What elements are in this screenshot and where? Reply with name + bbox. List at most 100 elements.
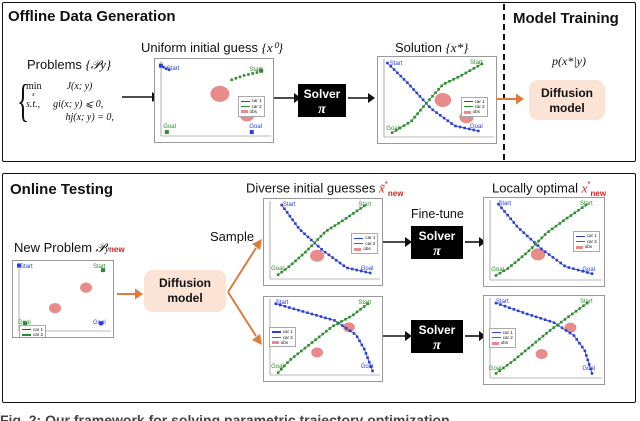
- car2-marker: [517, 258, 520, 262]
- car2-marker: [582, 304, 585, 308]
- obstacle-marker: [311, 347, 323, 358]
- car1-marker: [575, 338, 579, 341]
- car2-marker: [541, 334, 545, 338]
- car2-marker: [321, 332, 325, 336]
- car2-marker: [577, 208, 580, 212]
- car2-marker: [319, 234, 323, 238]
- car1-marker: [450, 122, 453, 125]
- plot-goal-label: Goal: [488, 366, 502, 373]
- car1-marker: [585, 354, 588, 357]
- distribution-label: p(x*|y): [552, 54, 586, 68]
- car2-marker: [584, 203, 588, 207]
- car2-marker: [297, 256, 301, 260]
- endpoint-marker: [249, 130, 254, 135]
- car1-marker: [572, 267, 575, 271]
- online-diffusion-model: Diffusion model: [144, 270, 226, 312]
- endpoint-marker: [101, 268, 105, 273]
- car2-marker: [530, 343, 534, 347]
- arrow-solution-to-training: [496, 93, 524, 105]
- arrow-diverse2-to-solver: [383, 331, 412, 341]
- car2-marker: [513, 358, 516, 362]
- car2-marker: [402, 124, 406, 127]
- car1-marker: [467, 127, 471, 131]
- car2-marker: [578, 307, 582, 310]
- car2-marker: [307, 344, 310, 347]
- arrow-solver2-to-optimal: [465, 331, 486, 341]
- obstacle-marker: [80, 282, 92, 293]
- plot-start-label: Start: [358, 201, 372, 208]
- problem-brace: {: [17, 75, 30, 126]
- plot-start-label: Start: [470, 60, 483, 67]
- car2-marker: [538, 337, 541, 341]
- car2-marker: [352, 313, 355, 317]
- car1-marker: [364, 352, 368, 355]
- plot-goal-label: Goal: [386, 125, 399, 132]
- car1-marker: [536, 244, 540, 247]
- car1-marker: [283, 304, 287, 308]
- car1-marker: [406, 81, 409, 84]
- car2-marker: [304, 250, 307, 254]
- car2-marker: [348, 315, 351, 319]
- car1-marker: [342, 264, 346, 268]
- car2-marker: [355, 310, 359, 314]
- car1-marker: [283, 207, 286, 211]
- car1-marker: [291, 218, 294, 222]
- car2-marker: [506, 267, 510, 270]
- car2-marker: [325, 329, 328, 333]
- car2-marker: [413, 115, 416, 119]
- car2-marker: [284, 268, 287, 271]
- car2-marker: [317, 335, 321, 339]
- car1-marker: [580, 345, 584, 349]
- car1-marker: [534, 315, 538, 319]
- car1-marker: [499, 303, 502, 306]
- car2-marker: [242, 74, 246, 77]
- car1-marker: [572, 334, 576, 337]
- car2-marker: [341, 219, 344, 223]
- car1-marker: [431, 108, 435, 112]
- car2-marker: [289, 358, 292, 361]
- car1-marker: [533, 241, 536, 244]
- endpoint-marker: [99, 321, 103, 326]
- car2-marker: [314, 338, 317, 342]
- car2-marker: [310, 341, 314, 344]
- car1-marker: [288, 306, 291, 309]
- car1-marker: [348, 329, 352, 333]
- car2-marker: [352, 212, 355, 215]
- car2-marker: [359, 307, 362, 311]
- plot-goal-label: Goal: [163, 123, 176, 130]
- car2-marker: [547, 230, 550, 233]
- car2-marker: [230, 78, 233, 82]
- car1-marker: [563, 264, 566, 268]
- car1-marker: [559, 261, 562, 265]
- car2-marker: [300, 253, 304, 257]
- plot-start-label: Start: [20, 264, 33, 271]
- plot-start-label: Start: [166, 65, 180, 72]
- car2-marker: [527, 249, 531, 253]
- plot-start-label: Start: [496, 298, 509, 305]
- car1-marker: [319, 315, 323, 318]
- obstacle-marker: [343, 322, 355, 333]
- car2-marker: [513, 261, 517, 264]
- car2-marker: [476, 64, 480, 68]
- car1-marker: [359, 269, 363, 273]
- car2-marker: [292, 355, 296, 358]
- problems-label: Problems {𝒫y}: [27, 57, 112, 72]
- obstacle-marker: [49, 303, 61, 314]
- car2-marker: [238, 75, 242, 79]
- new-problem-label: New Problem 𝒫ynew: [14, 240, 125, 255]
- car1-marker: [316, 244, 320, 248]
- car2-marker: [355, 209, 359, 213]
- car2-marker: [480, 62, 484, 66]
- car2-marker: [329, 226, 333, 230]
- car1-marker: [328, 317, 332, 321]
- car1-marker: [396, 71, 399, 75]
- car2-marker: [567, 315, 570, 318]
- car2-marker: [509, 361, 513, 364]
- plot-start-label: Start: [498, 200, 512, 207]
- plot-goal-label: Goal: [271, 364, 284, 371]
- arrow-solver1-to-optimal: [465, 237, 486, 247]
- car1-marker: [299, 229, 303, 232]
